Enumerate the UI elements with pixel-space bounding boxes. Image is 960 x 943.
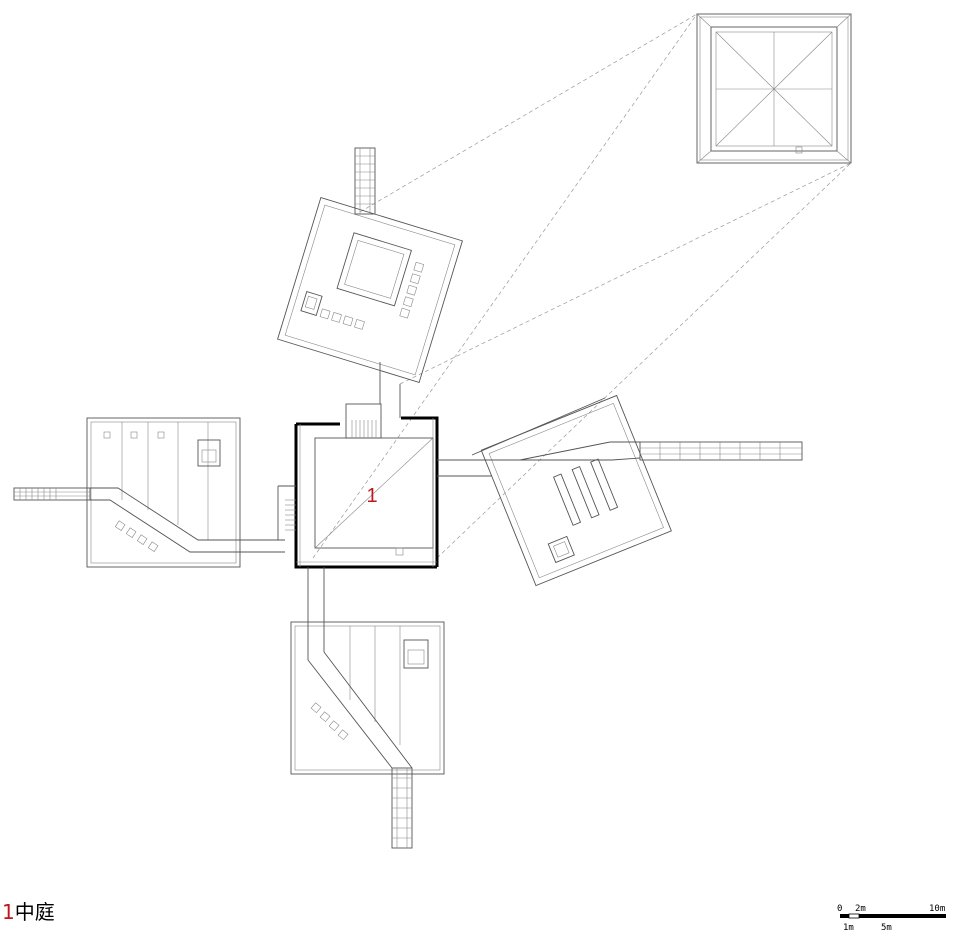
scale-tick-0: 0 xyxy=(837,904,842,914)
courtyard xyxy=(285,403,439,569)
east-connector xyxy=(437,397,641,477)
pavilion-north xyxy=(277,197,463,383)
stair-south xyxy=(391,767,413,849)
pavilion-east xyxy=(480,394,672,587)
roof-plan xyxy=(696,13,852,164)
pavilion-south xyxy=(290,567,445,775)
legend-number: 1 xyxy=(2,900,15,924)
projection-lines xyxy=(312,13,852,559)
stair-west xyxy=(13,487,91,501)
stair-east xyxy=(639,441,803,461)
scale-subtick-5m: 5m xyxy=(881,923,892,933)
legend: 1中庭 xyxy=(2,896,55,925)
scale-subtick-1m: 1m xyxy=(843,923,854,933)
legend-text: 中庭 xyxy=(14,900,55,924)
pavilion-west xyxy=(86,417,296,568)
courtyard-number-label: 1 xyxy=(366,485,377,507)
stair-north xyxy=(354,147,401,418)
scale-bar: 0 2m 10m 1m 5m xyxy=(837,904,946,933)
scale-tick-2m: 2m xyxy=(855,904,866,914)
scale-tick-10m: 10m xyxy=(929,904,945,914)
